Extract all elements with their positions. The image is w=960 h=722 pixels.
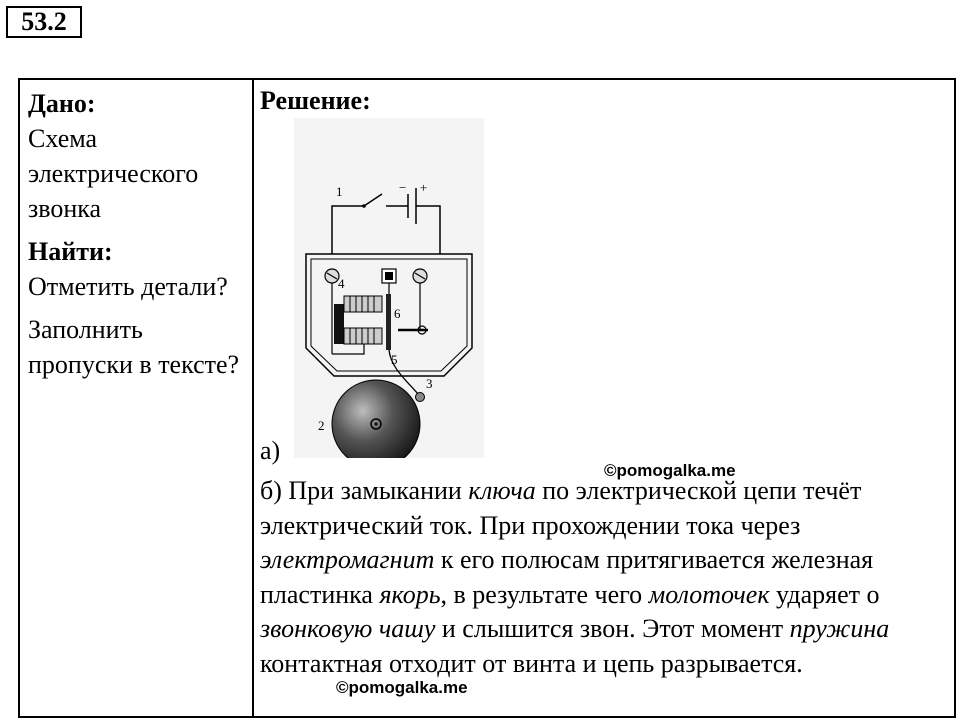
bell-housing <box>305 253 473 377</box>
switch-pivot <box>362 204 366 208</box>
text-seg: к его полюсам притягивается железная пла… <box>260 545 874 609</box>
switch-key <box>363 193 383 207</box>
wire-right <box>416 205 441 254</box>
coil-bottom <box>343 327 383 345</box>
bell-housing-inner <box>310 258 468 372</box>
label-minus: − <box>399 180 406 195</box>
answer-hammer: молоточек <box>648 579 770 609</box>
text-seg: ударяет о <box>769 579 880 609</box>
text-seg: и слышится звон. Этот момент <box>435 614 790 643</box>
solution-title: Решение: <box>260 86 371 115</box>
hammer-ball <box>415 392 425 402</box>
label-5: 5 <box>391 352 398 367</box>
text-seg: б) При замыкании <box>260 476 469 505</box>
solution-column: Решение: <box>252 78 956 718</box>
armature <box>386 294 391 350</box>
answer-electromagnet: электромагнит <box>260 545 435 574</box>
label-6: 6 <box>394 306 401 321</box>
answer-armature: якорь <box>379 579 441 609</box>
given-text: Схема электрического звонка <box>28 124 199 223</box>
text-seg: по электрической цепи течёт электрически… <box>260 476 862 540</box>
text-seg: контактная отходит от винта и цепь разры… <box>260 648 803 678</box>
label-1: 1 <box>336 184 343 199</box>
label-plus: + <box>420 180 427 195</box>
magnet-core <box>334 304 344 344</box>
find-title: Найти: <box>28 237 113 266</box>
coil-top <box>343 295 383 313</box>
find-item-2: Заполнить пропуски в тексте? <box>28 315 240 379</box>
answer-spring: пружина <box>789 614 890 643</box>
part-a-label: а) <box>260 436 281 465</box>
answer-bell-bowl: звонковую чашу <box>260 614 436 643</box>
given-column: Дано: Схема электрического звонка Найти:… <box>18 78 254 718</box>
find-item-1: Отметить детали? <box>28 272 228 301</box>
text-seg: , в результате чего <box>440 579 649 609</box>
hammer-rod <box>388 349 419 395</box>
answer-key: ключа <box>468 476 536 505</box>
watermark-bottom: ©pomogalka.me <box>336 678 468 697</box>
label-3: 3 <box>426 376 433 391</box>
wire-left <box>331 205 364 254</box>
given-title: Дано: <box>28 89 96 118</box>
label-2: 2 <box>318 418 325 433</box>
task-table: Дано: Схема электрического звонка Найти:… <box>18 78 956 718</box>
task-number: 53.2 <box>6 6 82 38</box>
part-b-text: б) При замыкании ключа по электрической … <box>260 474 950 681</box>
label-4: 4 <box>338 276 345 291</box>
electric-bell-diagram: 1 − + <box>294 118 484 458</box>
watermark: ©pomogalka.me <box>604 461 736 480</box>
